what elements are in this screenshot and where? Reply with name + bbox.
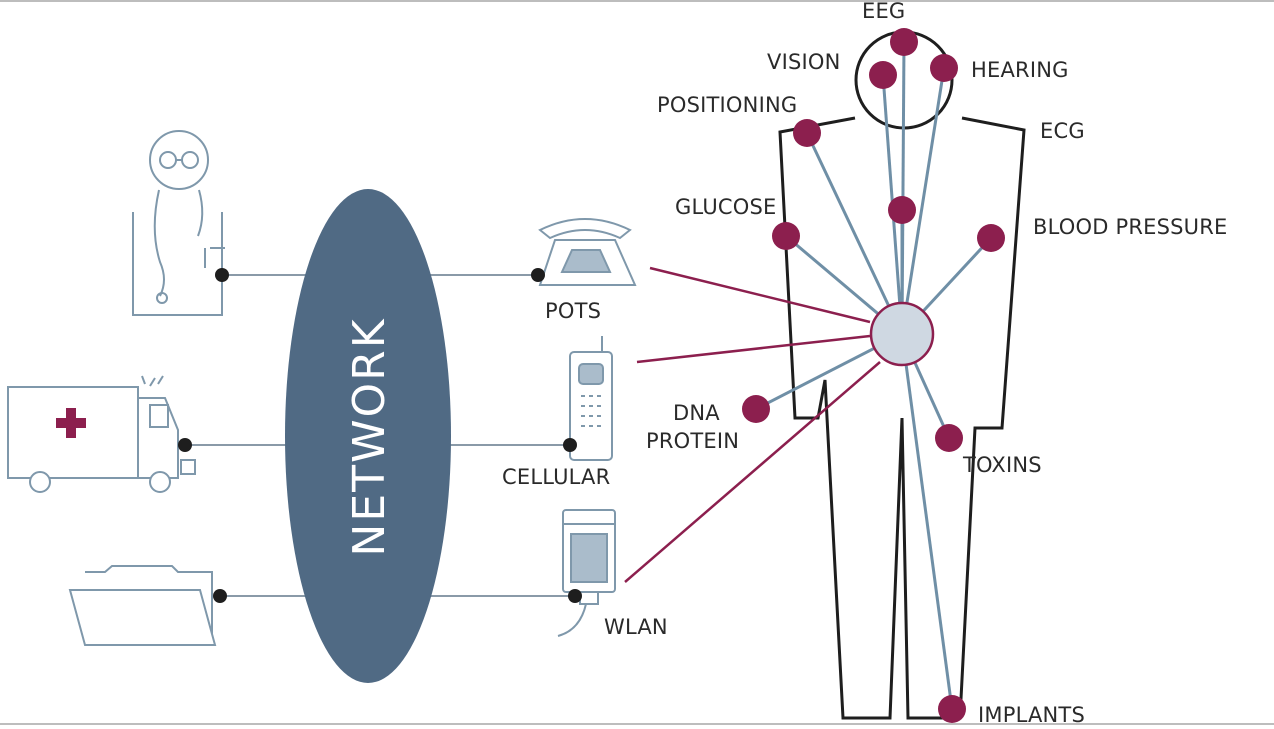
implants-label: IMPLANTS: [978, 703, 1085, 727]
folder-connector-dot: [213, 589, 227, 603]
vision-label: VISION: [767, 50, 841, 74]
vision-sensor: [869, 61, 897, 89]
glucose-sensor: [772, 222, 800, 250]
medical-cross-icon: [56, 408, 86, 438]
ambulance-icon: [7, 375, 196, 493]
hearing-sensor: [930, 54, 958, 82]
dna-label: DNA: [673, 401, 720, 425]
eeg-sensor: [890, 28, 918, 56]
device-to-hub-links: [624, 266, 881, 583]
doctor-connector-dot: [215, 268, 229, 282]
pots-connector-dot: [531, 268, 545, 282]
positioning-sensor: [793, 119, 821, 147]
blood-pressure-sensor: [977, 224, 1005, 252]
glucose-label: GLUCOSE: [675, 195, 777, 219]
doctor-icon: [132, 130, 225, 316]
wlan-connector-dot: [568, 589, 582, 603]
eeg-label: EEG: [862, 0, 905, 23]
ecg-label: ECG: [1040, 119, 1085, 143]
folder-icon: [68, 565, 217, 646]
wlan-device-icon: [557, 509, 616, 637]
toxins-label: TOXINS: [962, 453, 1042, 477]
body-hub: [869, 301, 935, 367]
network-node: NETWORK: [285, 189, 451, 683]
wlan-label: WLAN: [604, 615, 668, 639]
cellphone-icon: [569, 336, 613, 461]
ecg-sensor: [888, 196, 916, 224]
hearing-label: HEARING: [971, 58, 1069, 82]
telephone-icon: [538, 218, 637, 286]
ambulance-connector-dot: [178, 438, 192, 452]
sensor-spokes: [755, 41, 993, 710]
cellular-connector-dot: [563, 438, 577, 452]
implants-sensor: [938, 695, 966, 723]
sensor-nodes: [742, 28, 1005, 723]
blood-pressure-label: BLOOD PRESSURE: [1033, 215, 1227, 239]
pots-label: POTS: [545, 299, 601, 323]
positioning-label: POSITIONING: [657, 93, 797, 117]
network-label: NETWORK: [344, 317, 395, 556]
toxins-sensor: [935, 424, 963, 452]
dna-protein-sensor: [742, 395, 770, 423]
cellular-label: CELLULAR: [502, 465, 610, 489]
protein-label: PROTEIN: [646, 429, 739, 453]
